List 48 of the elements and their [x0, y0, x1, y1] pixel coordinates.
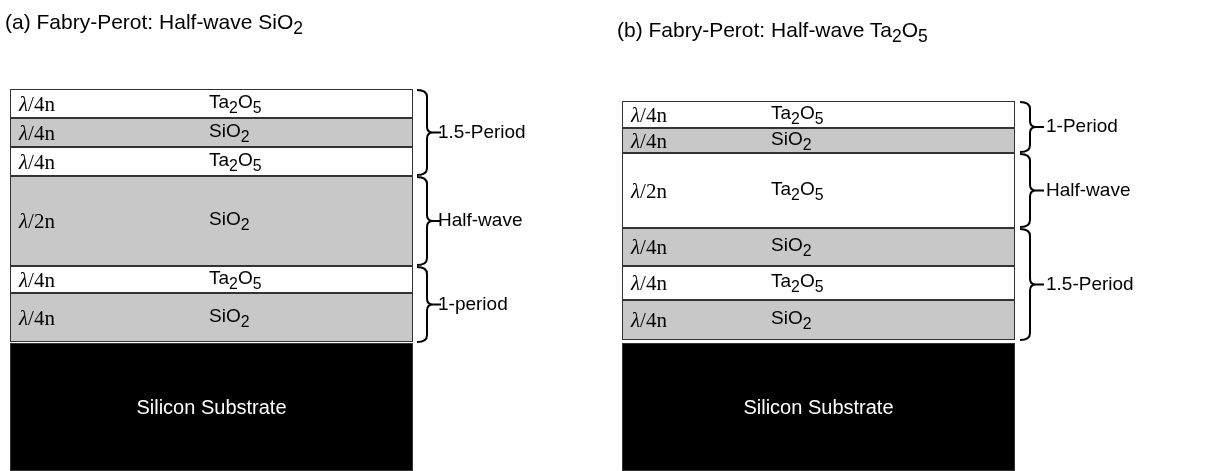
thickness-label: λ/4n: [631, 307, 667, 333]
film-layer: [622, 153, 1015, 228]
bracket-label: 1.5-Period: [438, 120, 526, 143]
panel-title: (b) Fabry-Perot: Half-wave Ta$_{2}$O$_{5}$: [617, 18, 928, 48]
thickness-label: λ/4n: [631, 128, 667, 153]
bracket-label: Half-wave: [1046, 178, 1131, 201]
thickness-label: λ/4n: [631, 270, 667, 296]
material-label: Ta$_{2}$O$_{5}$: [771, 270, 824, 296]
film-layer: [622, 300, 1015, 340]
thickness-label: λ/4n: [631, 102, 667, 127]
film-layer: [10, 266, 413, 293]
material-label: SiO$_{2}$: [771, 307, 812, 333]
material-label: Ta$_{2}$O$_{5}$: [209, 148, 262, 175]
thickness-label: λ/4n: [19, 120, 55, 145]
film-layer: [10, 118, 413, 147]
film-layer: [622, 228, 1015, 266]
layer-label: Silicon Substrate: [135, 395, 288, 419]
material-label: SiO$_{2}$: [771, 127, 812, 154]
material-label: SiO$_{2}$: [209, 304, 250, 331]
film-layer: [622, 128, 1015, 153]
film-layer: [10, 176, 413, 266]
bracket-label: 1-period: [438, 292, 508, 315]
material-label: Ta$_{2}$O$_{5}$: [771, 101, 824, 128]
layer-label: Silicon Substrate: [742, 395, 895, 419]
film-layer: [10, 293, 413, 342]
thickness-label: λ/4n: [19, 305, 55, 330]
thickness-label: λ/2n: [19, 208, 55, 234]
panel-title: (a) Fabry-Perot: Half-wave SiO$_{2}$: [5, 10, 303, 40]
film-layer: [10, 147, 413, 176]
thickness-label: λ/4n: [19, 149, 55, 174]
substrate-layer: [622, 343, 1015, 471]
material-label: SiO$_{2}$: [209, 119, 250, 146]
thickness-label: λ/4n: [19, 267, 55, 292]
material-label: Ta$_{2}$O$_{5}$: [209, 266, 262, 293]
substrate-layer: [10, 343, 413, 471]
material-label: SiO$_{2}$: [771, 234, 812, 260]
bracket-label: 1.5-Period: [1046, 272, 1134, 295]
thickness-label: λ/4n: [631, 234, 667, 260]
thickness-label: λ/4n: [19, 91, 55, 116]
material-label: Ta$_{2}$O$_{5}$: [209, 90, 262, 117]
bracket-label: Half-wave: [438, 209, 523, 231]
film-layer: [622, 101, 1015, 128]
material-label: Ta$_{2}$O$_{5}$: [771, 177, 824, 204]
bracket-label: 1-Period: [1046, 115, 1118, 137]
material-label: SiO$_{2}$: [209, 208, 250, 234]
film-layer: [10, 89, 413, 118]
thickness-label: λ/2n: [631, 178, 667, 203]
film-layer: [622, 266, 1015, 300]
